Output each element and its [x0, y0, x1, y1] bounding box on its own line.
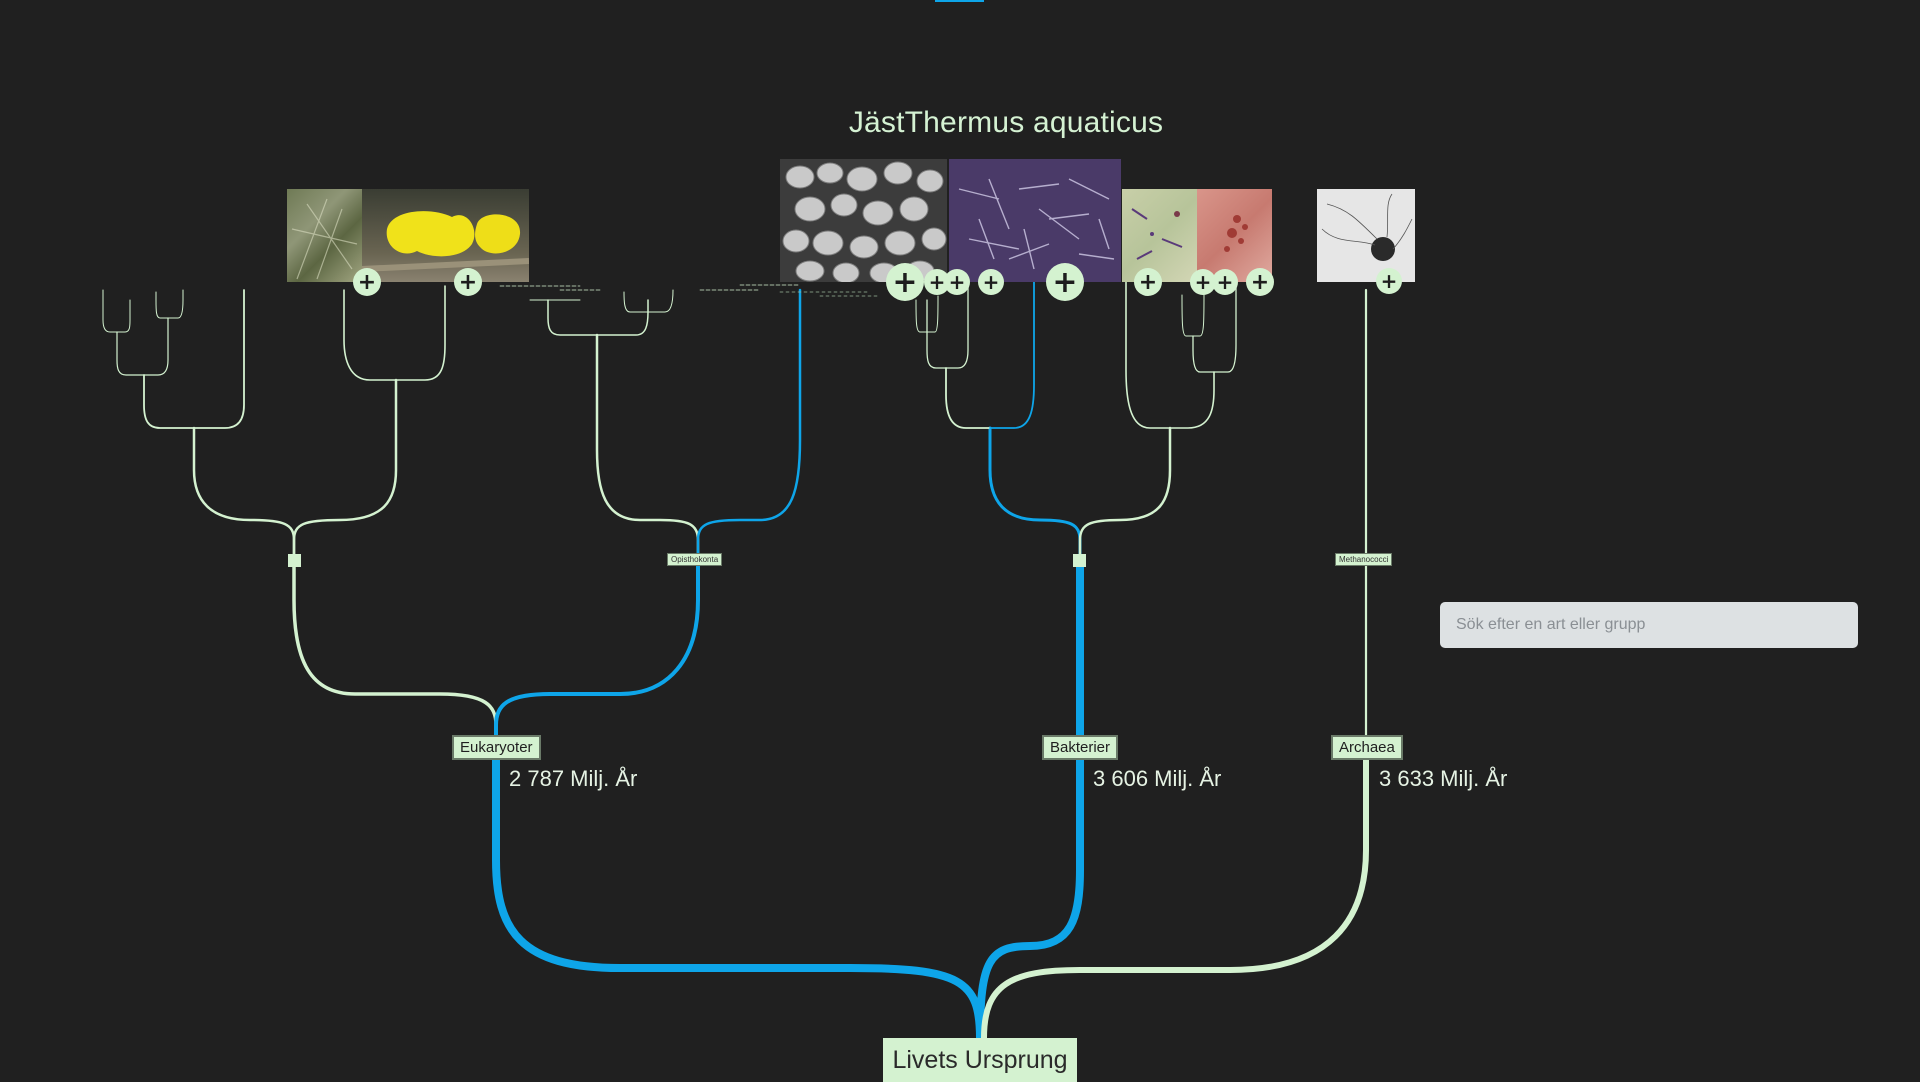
- top-scroll-indicator: [935, 0, 984, 2]
- thermus-aquaticus-image[interactable]: [949, 159, 1121, 282]
- plus-icon[interactable]: +: [1134, 268, 1162, 296]
- selected-title: JästThermus aquaticus: [848, 106, 1164, 139]
- clade-node-methanococci[interactable]: Methanococci: [1335, 553, 1393, 566]
- branch-root-eukaryoter: [492, 741, 984, 1042]
- clade-label-bakterier[interactable]: Bakterier: [1042, 735, 1119, 760]
- branch-root-archaea: [981, 742, 1369, 1041]
- plus-icon[interactable]: +: [1376, 268, 1402, 294]
- clade-age-archaea: 3 633 Milj. År: [1379, 766, 1508, 791]
- plus-icon[interactable]: +: [1046, 263, 1084, 301]
- clade-age-eukaryoter: 2 787 Milj. År: [509, 766, 638, 791]
- plus-icon[interactable]: +: [978, 269, 1004, 295]
- skin-infection-image[interactable]: [1197, 189, 1272, 282]
- plus-icon[interactable]: +: [353, 268, 381, 296]
- stained-bacteria-image[interactable]: [1122, 189, 1197, 282]
- plus-icon[interactable]: +: [886, 263, 924, 301]
- clade-age-bakterier: 3 606 Milj. År: [1093, 766, 1222, 791]
- clade-node-bacteria-sub[interactable]: [1073, 554, 1086, 567]
- archaea-micrograph-image[interactable]: [1317, 189, 1415, 282]
- plus-icon[interactable]: +: [1190, 269, 1216, 295]
- plus-icon[interactable]: +: [1246, 268, 1274, 296]
- clade-node-left[interactable]: [288, 554, 301, 567]
- branch-root-bakterier: [976, 556, 1084, 1042]
- clade-node-opisthokonta[interactable]: Opisthokonta: [667, 553, 723, 566]
- plus-icon[interactable]: +: [944, 269, 970, 295]
- yeast-sem-image[interactable]: [780, 159, 947, 282]
- root-node-label[interactable]: Livets Ursprung: [883, 1038, 1077, 1082]
- search-input[interactable]: [1440, 602, 1858, 648]
- branch-eukaryoter-opisthokonta: [494, 558, 700, 747]
- fungal-hyphae-image[interactable]: [287, 189, 366, 282]
- plus-icon[interactable]: +: [454, 268, 482, 296]
- clade-label-archaea[interactable]: Archaea: [1331, 735, 1403, 760]
- branch-eukaryoter-left: [292, 558, 498, 747]
- yellow-slime-mold-image[interactable]: [362, 189, 529, 282]
- plus-icon[interactable]: +: [1212, 269, 1238, 295]
- clade-label-eukaryoter[interactable]: Eukaryoter: [452, 735, 541, 760]
